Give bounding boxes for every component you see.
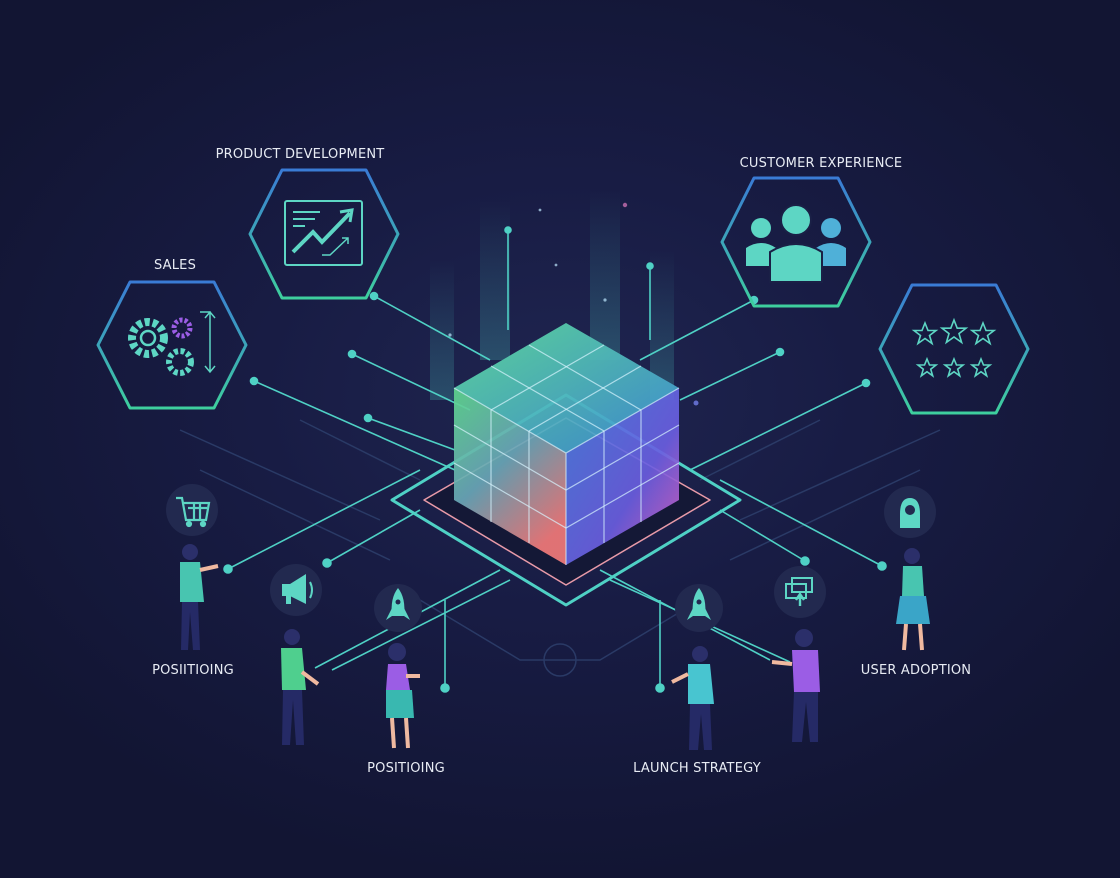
- user-icon: [900, 498, 920, 528]
- label-customer-experience: CUSTOMER EXPERIENCE: [739, 156, 903, 171]
- person-user-adoption: [896, 548, 930, 651]
- person-rocket-left: [386, 643, 420, 749]
- sparkles: [448, 202, 699, 406]
- rocket-icon: [386, 588, 410, 620]
- shopping-cart-icon: [176, 496, 211, 528]
- rocket-icon: [687, 588, 711, 620]
- growth-chart-icon: [284, 200, 363, 266]
- person-cart: [180, 544, 219, 650]
- label-user-adoption: USER ADOPTION: [860, 663, 972, 678]
- label-product-development: PRODUCT DEVELOPMENT: [215, 147, 385, 162]
- gears-icon: [128, 310, 216, 376]
- hex-sales: [96, 280, 248, 410]
- people: [180, 544, 930, 750]
- person-screens: [771, 629, 820, 742]
- central-cube: [453, 323, 680, 565]
- user-group-icon: [746, 204, 846, 283]
- stars-icon: [911, 317, 997, 378]
- person-megaphone: [281, 629, 320, 745]
- label-sales: SALES: [153, 258, 197, 273]
- screens-icon: [785, 577, 813, 606]
- megaphone-icon: [282, 574, 313, 604]
- badge-cart: [166, 484, 218, 536]
- hex-customer-experience: [720, 176, 872, 308]
- label-launch-strategy: LAUNCH STRATEGY: [633, 761, 761, 776]
- hex-ratings: [878, 283, 1030, 415]
- person-rocket-right: [671, 646, 714, 750]
- hex-product-development: [248, 168, 400, 300]
- label-positioning-left: POSIITIOING: [152, 663, 234, 678]
- label-positioning-center: POSITIOING: [367, 761, 445, 776]
